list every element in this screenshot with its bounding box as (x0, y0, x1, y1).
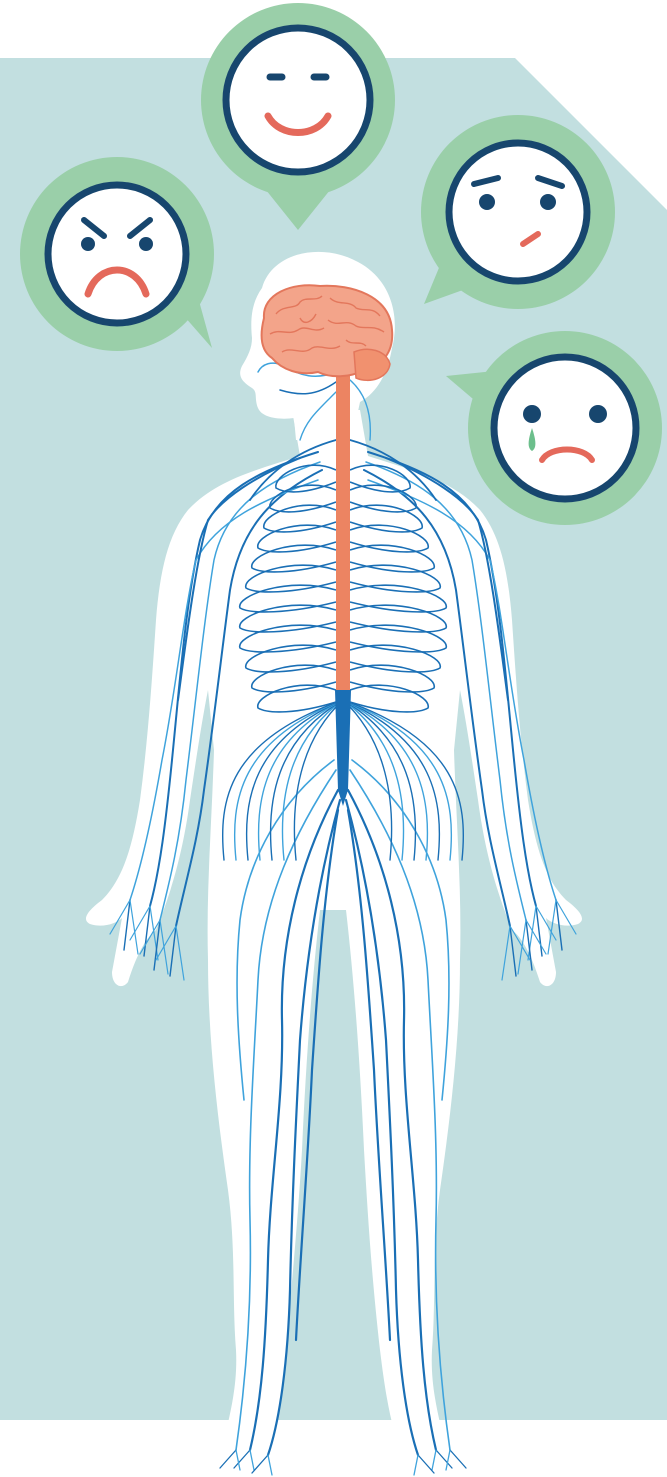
nerve-fiber (268, 1455, 272, 1475)
worried-emotion-bubble (421, 115, 615, 309)
angry-emotion-bubble (20, 157, 214, 351)
spinal-cord (335, 362, 351, 806)
nerve-fiber (450, 1450, 466, 1468)
nerve-fiber (446, 1450, 450, 1470)
brain (262, 285, 393, 380)
